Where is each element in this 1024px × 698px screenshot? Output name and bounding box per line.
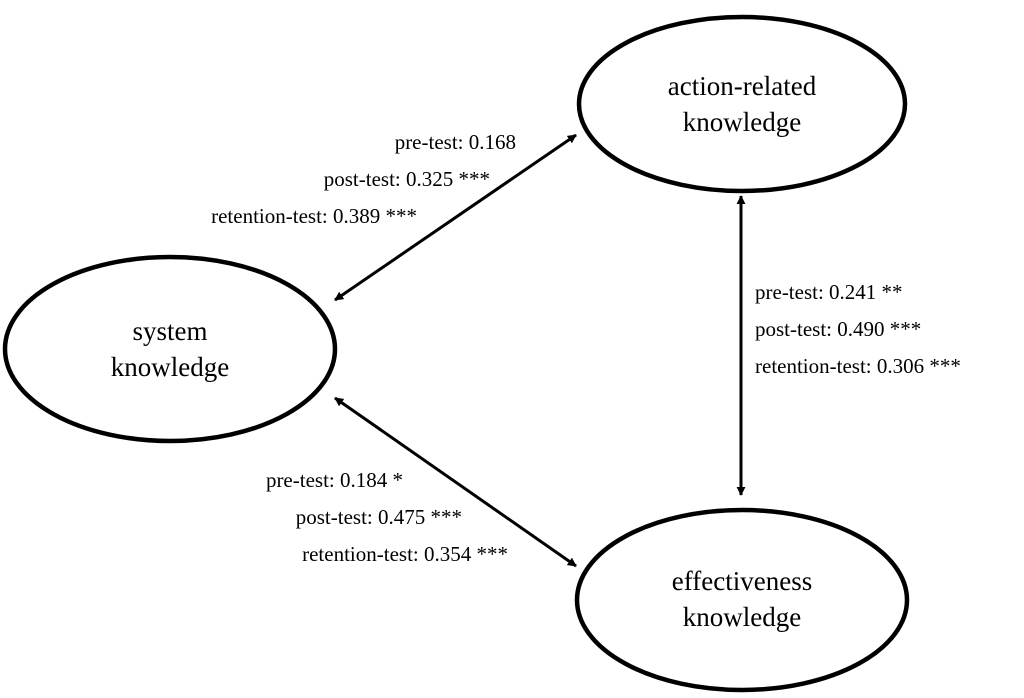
action-related-line1: action-related (667, 71, 817, 101)
effectiveness-line2: knowledge (682, 602, 802, 632)
action-effectiveness-pre: pre-test: 0.241 ** (755, 280, 903, 304)
system-effectiveness-post: post-test: 0.475 *** (295, 505, 462, 529)
effectiveness-knowledge-label: effectiveness knowledge (592, 563, 892, 635)
action-related-knowledge-label: action-related knowledge (592, 68, 892, 140)
edge-label-system-effectiveness: pre-test: 0.184 * post-test: 0.475 *** r… (110, 462, 510, 573)
arrow-system-effectiveness (334, 396, 577, 568)
system-line2: knowledge (110, 352, 230, 382)
system-action-post: post-test: 0.325 *** (323, 167, 490, 191)
arrow-system-action (334, 133, 577, 302)
action-effectiveness-retention: retention-test: 0.306 *** (755, 354, 961, 378)
action-effectiveness-post: post-test: 0.490 *** (755, 317, 922, 341)
edge-label-system-action: pre-test: 0.168 post-test: 0.325 *** ret… (120, 124, 520, 235)
system-action-retention: retention-test: 0.389 *** (211, 204, 417, 228)
effectiveness-line1: effectiveness (671, 566, 813, 596)
edge-label-action-effectiveness: pre-test: 0.241 ** post-test: 0.490 *** … (755, 274, 1023, 385)
system-action-pre: pre-test: 0.168 (394, 130, 516, 154)
system-effectiveness-pre: pre-test: 0.184 * (265, 468, 403, 492)
effectiveness-knowledge-node (574, 507, 910, 693)
system-line1: system (132, 316, 208, 346)
system-knowledge-label: system knowledge (20, 313, 320, 385)
system-knowledge-node (2, 254, 338, 444)
system-effectiveness-retention: retention-test: 0.354 *** (302, 542, 508, 566)
action-related-line2: knowledge (682, 107, 802, 137)
action-related-knowledge-node (576, 14, 908, 194)
